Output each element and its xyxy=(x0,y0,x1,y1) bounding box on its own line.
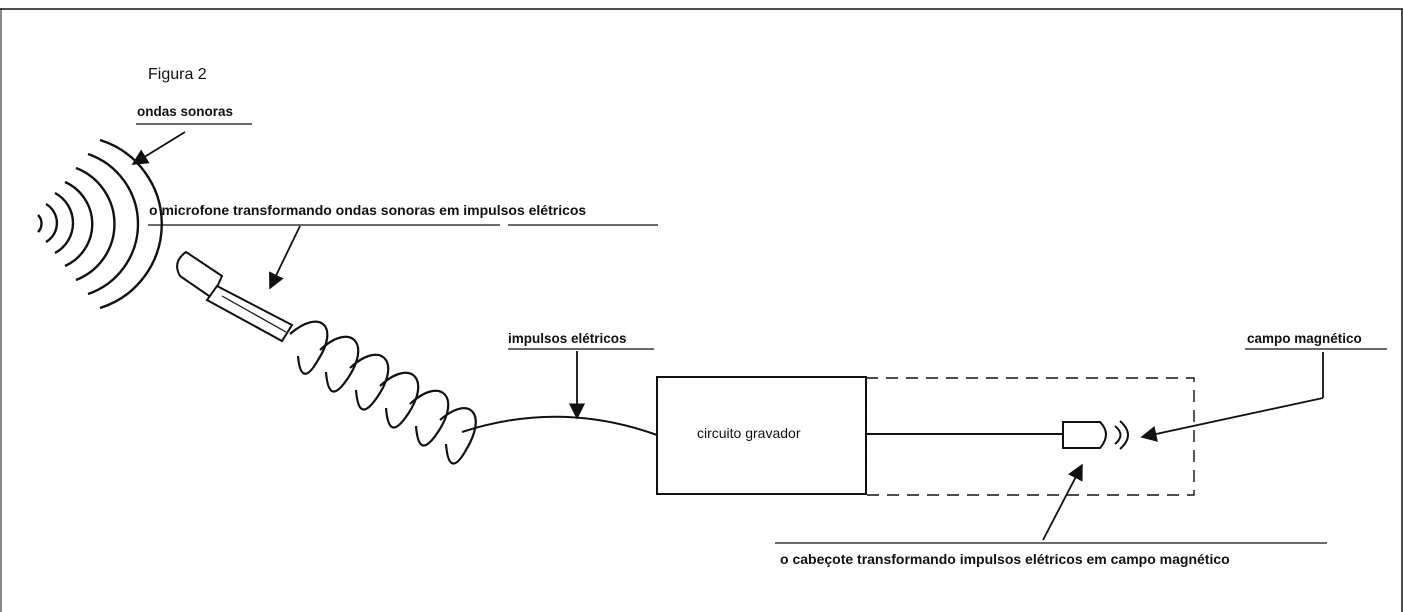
magnetic-field-label: campo magnético xyxy=(1247,331,1362,346)
recording-head-icon xyxy=(1062,420,1129,450)
coiled-cable xyxy=(289,320,477,465)
recorder-circuit-box xyxy=(656,376,867,495)
sound-waves-arrow xyxy=(131,131,186,165)
head-label: o cabeçote transformando impulsos elétri… xyxy=(780,551,1230,567)
figure-caption: Figura 2 xyxy=(148,66,207,83)
signal-cable xyxy=(461,415,658,436)
microphone-label: o microfone transformando ondas sonoras … xyxy=(149,202,587,218)
electric-impulses-label: impulsos elétricos xyxy=(508,331,627,346)
dashed-enclosure xyxy=(865,377,1195,496)
recorder-circuit-label: circuito gravador xyxy=(697,425,801,441)
magnetic-field-arrow xyxy=(1140,397,1324,442)
microphone-arrow xyxy=(269,225,301,290)
sound-waves-icon xyxy=(37,138,163,310)
microphone-icon xyxy=(176,250,294,343)
head-arrow xyxy=(1042,463,1083,541)
sound-waves-label: ondas sonoras xyxy=(137,104,234,119)
